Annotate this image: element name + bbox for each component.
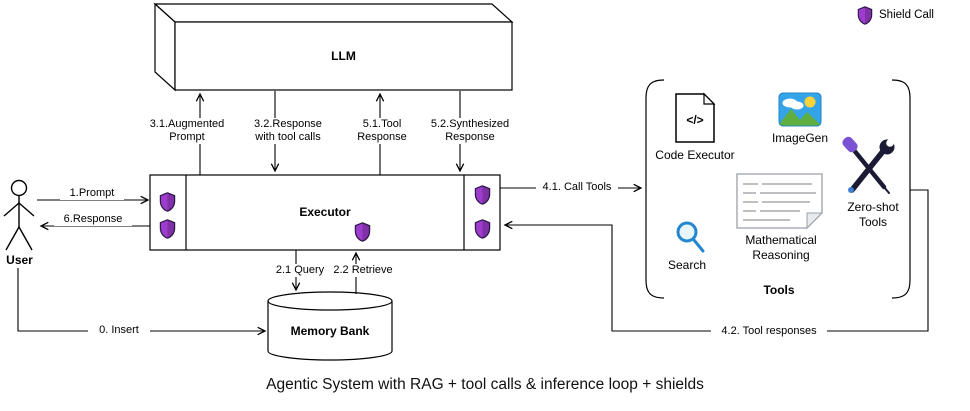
crossed-tools-icon <box>842 136 895 194</box>
imagegen-icon <box>778 92 822 127</box>
shield-legend-icon <box>857 6 873 25</box>
user-figure <box>3 179 35 251</box>
legend-shield-call-label: Shield Call <box>879 9 934 21</box>
edge-synthesized-response-label: 5.2.Synthesized Response <box>424 118 516 145</box>
shield-icon <box>474 185 491 205</box>
zero-shot-tools-label: Zero-shot Tools <box>847 200 899 229</box>
edge-response-tool-calls-label: 3.2.Response with tool calls <box>242 118 334 145</box>
edge-prompt-label: 1.Prompt <box>60 187 124 201</box>
code-executor-label: Code Executor <box>655 148 735 162</box>
edge-tool-responses-label: 4.2. Tool responses <box>711 325 827 339</box>
edge-query-label: 2.1 Query <box>271 264 329 278</box>
search-label: Search <box>667 258 707 272</box>
edge-insert <box>17 268 267 336</box>
memory-bank-shape <box>267 291 393 361</box>
tools-group-label: Tools <box>763 283 795 297</box>
executor-box <box>149 174 501 251</box>
diagram-title: Agentic System with RAG + tool calls & i… <box>266 376 704 393</box>
shield-icon <box>474 219 491 239</box>
imagegen-label: ImageGen <box>771 131 829 145</box>
user-label: User <box>6 253 33 267</box>
llm-label: LLM <box>331 49 356 63</box>
tools-bracket-left <box>645 79 665 299</box>
svg-text:</>: </> <box>686 113 703 127</box>
edge-retrieve-label: 2.2 Retrieve <box>329 264 397 278</box>
edge-call-tools-label: 4.1. Call Tools <box>536 181 618 195</box>
edge-augmented-prompt-label: 3.1.Augmented Prompt <box>147 118 227 145</box>
code-executor-icon: </> <box>675 92 716 143</box>
llm-box <box>153 2 514 92</box>
edge-tool-response-label: 5.1.Tool Response <box>344 118 420 145</box>
search-icon <box>676 221 705 253</box>
executor-label: Executor <box>299 205 351 219</box>
shield-icon <box>354 222 371 242</box>
math-reasoning-icon <box>736 173 824 230</box>
edge-insert-label: 0. Insert <box>88 324 150 338</box>
edge-response-label: 6.Response <box>54 213 132 227</box>
tools-bracket-right <box>891 79 911 299</box>
math-reasoning-label: Mathematical Reasoning <box>745 233 817 262</box>
shield-icon <box>159 192 176 212</box>
memory-bank-label: Memory Bank <box>290 324 370 338</box>
shield-icon <box>159 219 176 239</box>
